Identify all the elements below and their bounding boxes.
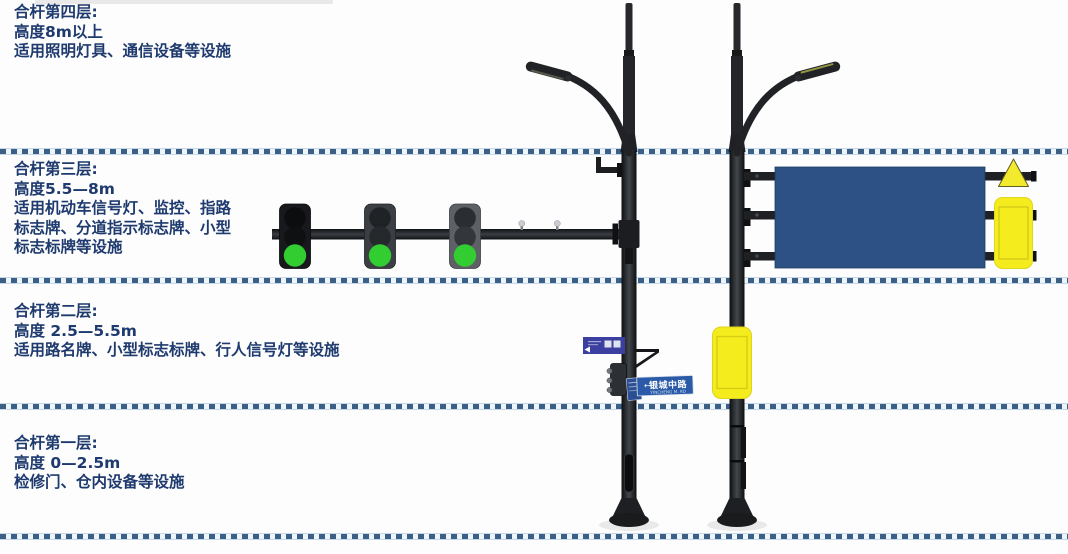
arm-bolt-2: [554, 220, 561, 230]
camera-bracket: [596, 157, 624, 177]
right-pole-seam-lower: [729, 460, 745, 463]
right-pole-upper-section: [731, 56, 743, 136]
left-pole-foot: [609, 513, 649, 527]
layer1-line: 高度 0—2.5m: [14, 453, 121, 472]
right-pole-foot: [717, 513, 757, 527]
plate-arrow-icon: [584, 346, 590, 353]
layer2-title: 合杆第二层:: [14, 302, 98, 320]
road-name-sign: ← 银城中路 YINCHENG M. RD: [636, 375, 694, 397]
layer-divider-5-5m: [0, 277, 1068, 284]
right-pole-step-tab-upper: [741, 427, 746, 458]
green-light-on: [368, 244, 392, 267]
layer3-annotation: 合杆第三层: 高度5.5—8m 适用机动车信号灯、监控、指路 标志牌、分道指示标…: [14, 160, 231, 258]
warning-triangle-sign: [998, 158, 1029, 187]
right-pole-seam-upper: [729, 425, 745, 428]
left-pole-top-collar: [624, 50, 634, 58]
layer4-line: 适用照明灯具、通信设备等设施: [14, 42, 232, 60]
layer1-line: 检修门、仓内设备等设施: [14, 473, 185, 491]
layer4-annotation: 合杆第四层: 高度8m以上 适用照明灯具、通信设备等设施: [14, 3, 231, 62]
layer4-title: 合杆第四层:: [14, 3, 98, 21]
signal-arm-pole-collar: [618, 220, 640, 248]
right-pole-top-rod: [733, 3, 741, 52]
right-pole-shaft: [729, 150, 745, 502]
right-pole-top-collar: [732, 50, 742, 58]
green-light-on: [453, 244, 477, 267]
layer1-annotation: 合杆第一层: 高度 0—2.5m 检修门、仓内设备等设施: [14, 434, 185, 493]
layer4-line: 高度8m以上: [14, 22, 103, 41]
road-sign-text: 银城中路: [649, 378, 688, 391]
left-pole-shaft: [621, 150, 637, 502]
signal-arm-bar: [272, 229, 622, 240]
layer3-line: 适用机动车信号灯、监控、指路: [14, 199, 232, 217]
road-sign-subtext: YINCHENG M. RD: [649, 389, 686, 395]
layer1-title: 合杆第一层:: [14, 434, 98, 452]
left-lamp-head: [525, 61, 573, 82]
left-lamp-arm: [558, 70, 633, 157]
top-edge-artifact: [35, 0, 333, 4]
pedestrian-button-box: [606, 363, 627, 396]
road-sign-arrow: ←: [644, 381, 651, 390]
sign-bracket: [634, 349, 659, 370]
access-door: [624, 453, 634, 493]
traffic-signal-arm: [272, 220, 640, 248]
layer3-title: 合杆第三层:: [14, 160, 98, 178]
left-pole-upper-section: [623, 56, 635, 136]
left-pole-top-rod: [625, 3, 633, 52]
right-lamp-arm: [733, 70, 808, 157]
layer-divider-2-5m: [0, 403, 1068, 410]
amber-light-off: [284, 226, 306, 248]
signal-head-2: [364, 203, 396, 269]
red-light-off: [284, 207, 306, 229]
layer2-line: 高度 2.5—5.5m: [14, 321, 137, 340]
direction-plate: [583, 337, 625, 354]
red-light-off: [369, 207, 391, 229]
amber-light-off: [454, 226, 476, 248]
layer2-line: 适用路名牌、小型标志标牌、行人信号灯等设施: [14, 341, 340, 359]
layer3-line: 高度5.5—8m: [14, 179, 115, 198]
equipment-box-mid: [712, 326, 752, 399]
left-street-lamp: [525, 61, 633, 157]
signal-arm-flange: [612, 223, 618, 245]
signal-head-3: [449, 203, 481, 269]
green-light-on: [283, 244, 307, 267]
layer3-line: 标志牌、分道指示标志牌、小型: [14, 218, 232, 237]
ground-line: [0, 533, 1068, 540]
right-pole-step-tab-lower: [741, 462, 746, 489]
layer-divider-8m: [0, 148, 1068, 155]
left-pole-joint: [625, 248, 633, 264]
right-lamp-head: [793, 61, 841, 82]
signal-head-1: [279, 203, 311, 269]
guide-sign-panel: [774, 166, 986, 269]
equipment-box-upper: [994, 197, 1033, 269]
red-light-off: [454, 207, 476, 229]
arm-bolt-1: [518, 220, 526, 230]
layer3-line: 标志标牌等设施: [14, 238, 123, 256]
layer2-annotation: 合杆第二层: 高度 2.5—5.5m 适用路名牌、小型标志标牌、行人信号灯等设施: [14, 302, 340, 361]
amber-light-off: [369, 226, 391, 248]
right-pole: [717, 3, 757, 527]
left-pole: [596, 3, 649, 527]
right-street-lamp: [733, 61, 841, 157]
